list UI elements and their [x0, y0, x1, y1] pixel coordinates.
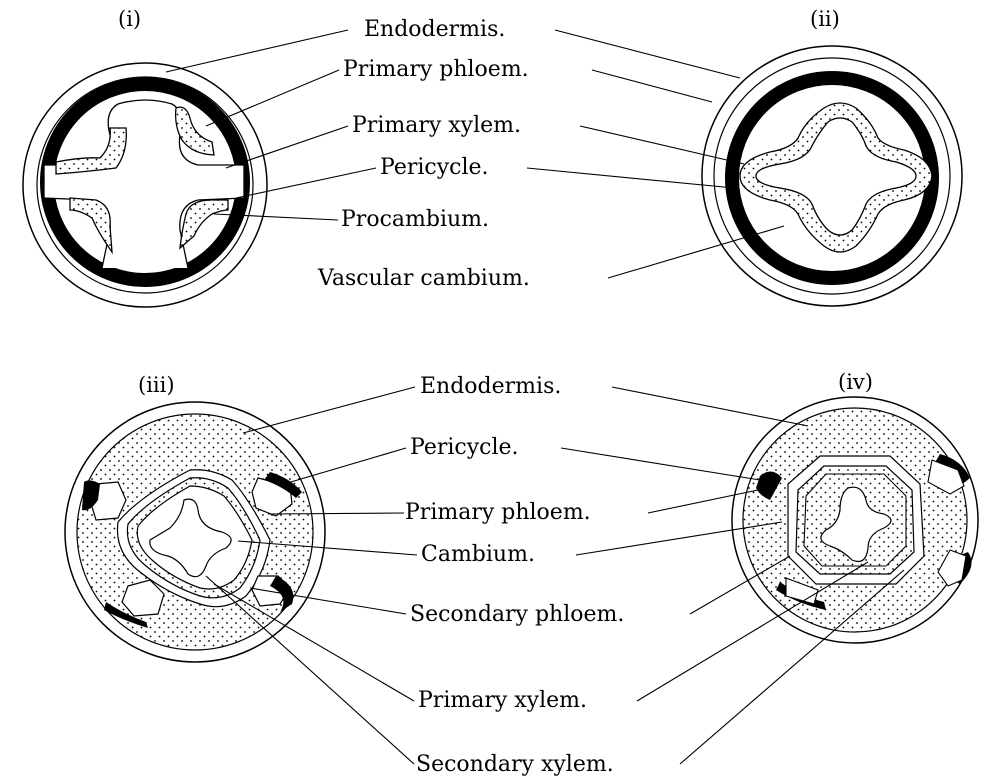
label-secondary-phloem: Secondary phloem. [410, 602, 624, 627]
label-primary-phloem-top: Primary phloem. [343, 57, 529, 82]
panel-ii-diagram [702, 46, 962, 306]
label-primary-xylem-bottom: Primary xylem. [418, 688, 587, 713]
label-endodermis-top: Endodermis. [364, 17, 505, 42]
label-endodermis-bottom: Endodermis. [420, 374, 561, 399]
label-vascular-cambium: Vascular cambium. [317, 266, 530, 291]
panel-i-diagram [23, 63, 267, 307]
panel-label-iv: (iv) [838, 370, 873, 394]
panel-label-i: (i) [118, 7, 141, 31]
panel-iii-diagram [65, 402, 325, 662]
label-primary-phloem-bottom: Primary phloem. [405, 500, 591, 525]
panel-label-ii: (ii) [810, 7, 840, 31]
label-procambium: Procambium. [341, 207, 489, 232]
label-primary-xylem-top: Primary xylem. [352, 113, 521, 138]
label-pericycle-top: Pericycle. [380, 155, 489, 180]
panel-iv-diagram [732, 397, 978, 643]
panel-label-iii: (iii) [138, 373, 175, 397]
label-cambium: Cambium. [421, 542, 535, 567]
label-pericycle-bottom: Pericycle. [410, 435, 519, 460]
label-secondary-xylem: Secondary xylem. [416, 752, 614, 777]
